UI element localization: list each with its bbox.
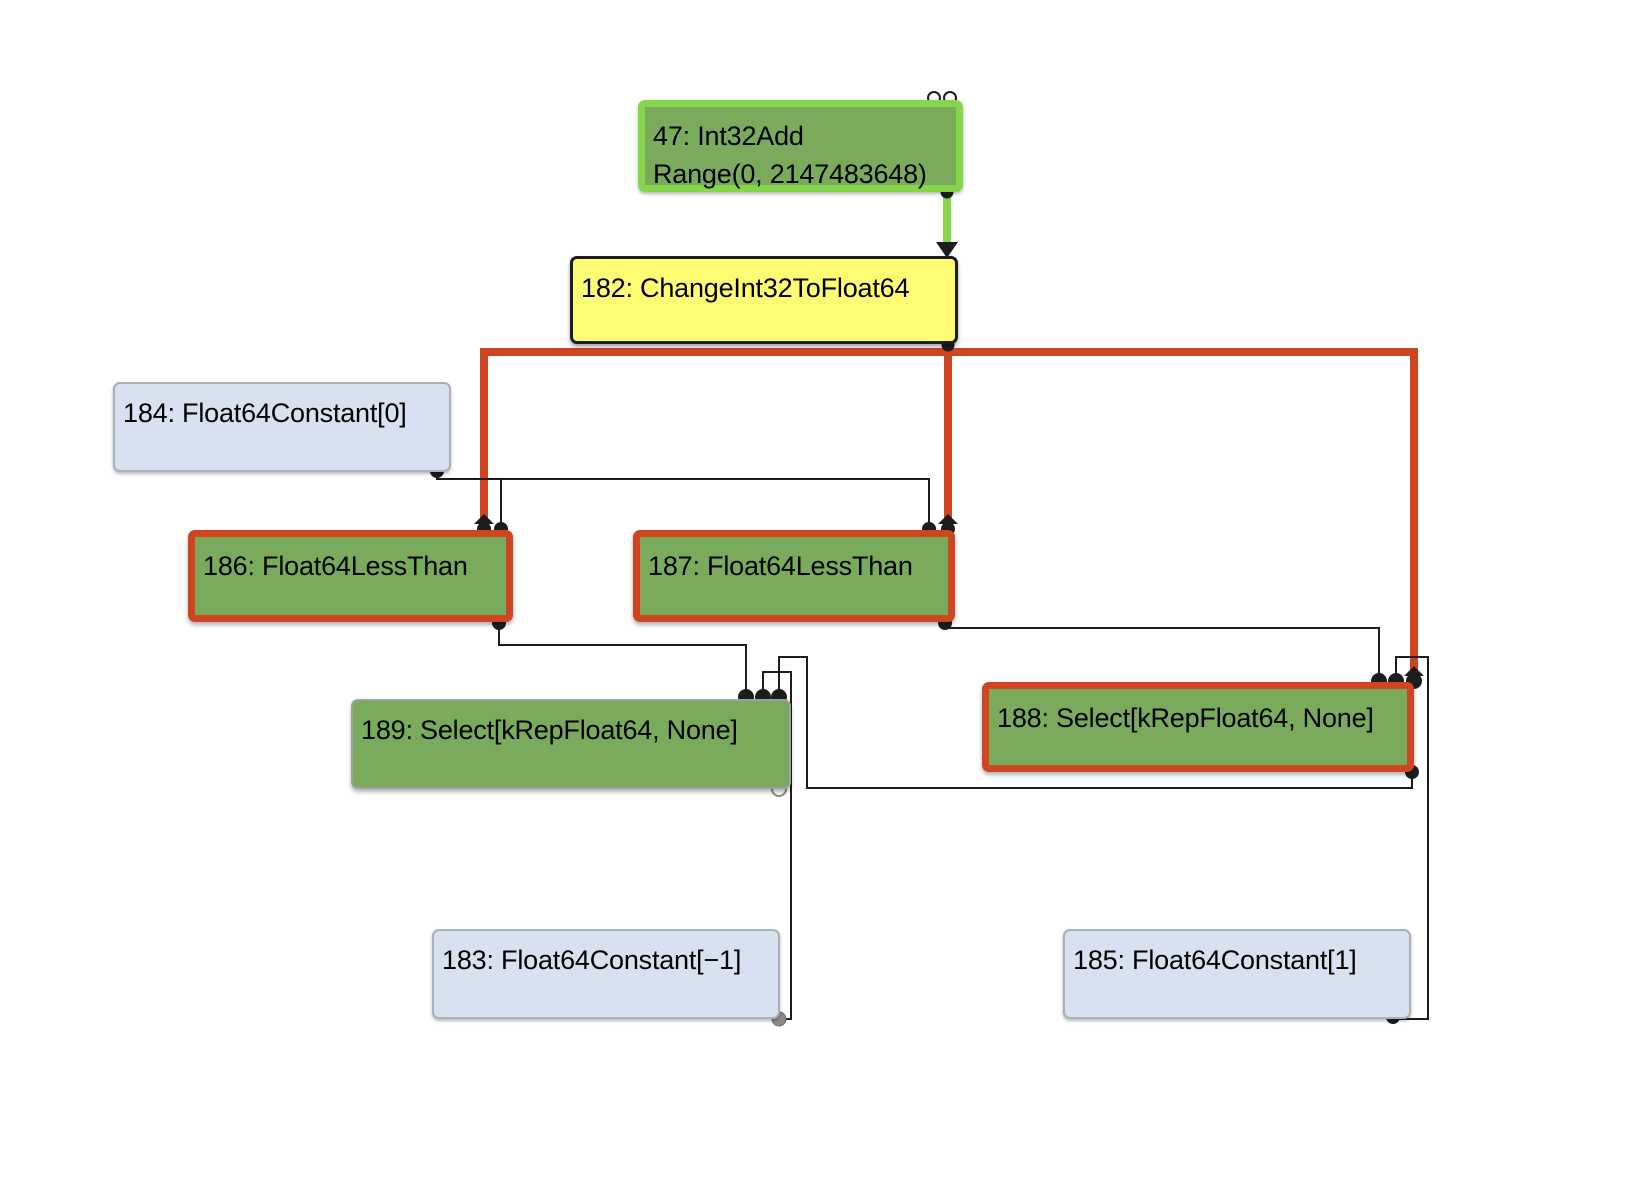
edge-182-to-188 (948, 348, 1424, 676)
edge-183-to-189 (762, 671, 792, 1020)
node-187-label: 187: Float64LessThan (648, 551, 913, 581)
edge-182-to-187 (938, 348, 958, 524)
node-188-label: 188: Select[kRepFloat64, None] (997, 703, 1374, 733)
edge-184-to-187 (437, 478, 930, 524)
node-47-label: 47: Int32Add (653, 121, 804, 151)
node-184-label: 184: Float64Constant[0] (123, 398, 407, 428)
graph-node-189[interactable]: 189: Select[kRepFloat64, None] (351, 699, 791, 789)
edge-186-to-189 (498, 622, 747, 693)
graph-node-183[interactable]: 183: Float64Constant[−1] (432, 929, 780, 1019)
edge-188-to-189 (778, 656, 1413, 789)
graph-node-47[interactable]: 47: Int32Add Range(0, 2147483648) (638, 100, 963, 192)
node-185-label: 185: Float64Constant[1] (1073, 945, 1357, 975)
node-186-label: 186: Float64LessThan (203, 551, 468, 581)
graph-node-188[interactable]: 188: Select[kRepFloat64, None] (982, 682, 1414, 772)
node-182-label: 182: ChangeInt32ToFloat64 (581, 273, 910, 303)
graph-node-182[interactable]: 182: ChangeInt32ToFloat64 (570, 256, 958, 344)
edge-187-to-188 (944, 622, 1380, 676)
graph-node-186[interactable]: 186: Float64LessThan (188, 530, 513, 622)
node-183-label: 183: Float64Constant[−1] (442, 945, 742, 975)
graph-node-185[interactable]: 185: Float64Constant[1] (1063, 929, 1411, 1019)
graph-node-187[interactable]: 187: Float64LessThan (633, 530, 955, 622)
edge-185-to-188 (1393, 656, 1429, 1020)
node-47-sublabel: Range(0, 2147483648) (653, 159, 927, 189)
edge-47-to-182 (936, 192, 958, 258)
edge-182-to-186 (474, 348, 952, 524)
node-189-label: 189: Select[kRepFloat64, None] (361, 715, 738, 745)
graph-node-184[interactable]: 184: Float64Constant[0] (113, 382, 451, 472)
